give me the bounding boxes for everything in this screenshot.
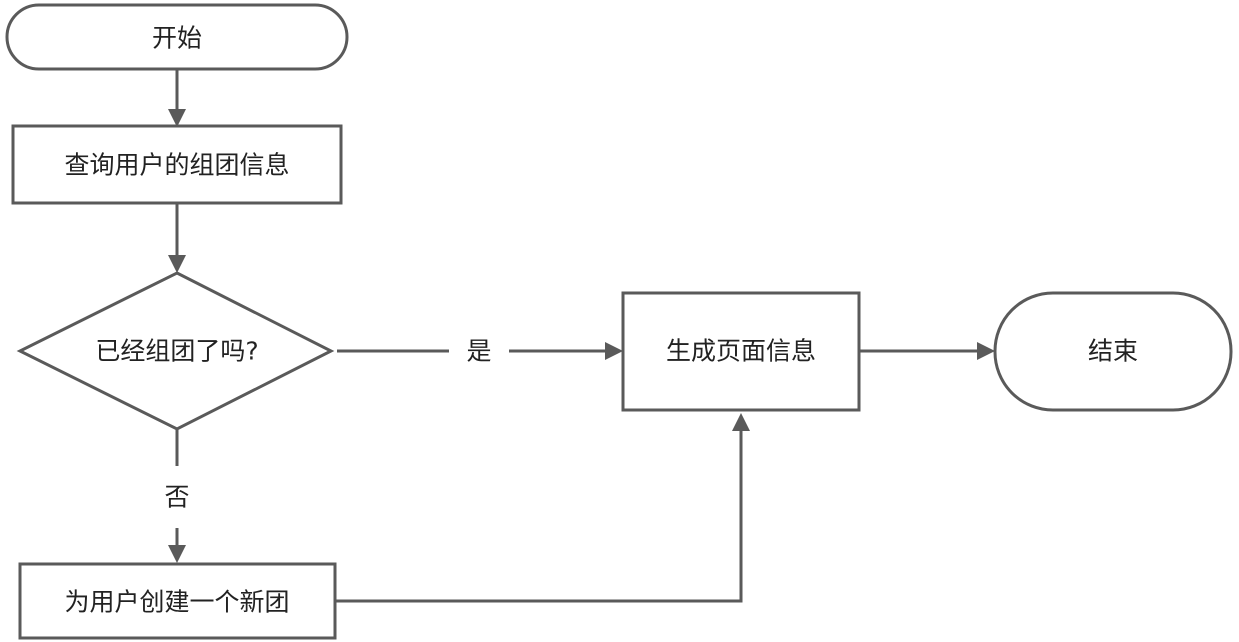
node-create: 为用户创建一个新团 xyxy=(18,562,337,640)
create-process-shape xyxy=(18,562,337,640)
node-end: 结束 xyxy=(993,291,1233,412)
node-start: 开始 xyxy=(5,3,349,71)
edge-label-yes: 是 xyxy=(466,337,491,366)
decision-label: 已经组团了吗? xyxy=(95,337,258,366)
edges xyxy=(168,70,995,603)
generate-process-shape xyxy=(621,291,861,412)
node-decision: 已经组团了吗? xyxy=(16,271,335,431)
create-label: 为用户创建一个新团 xyxy=(64,588,289,617)
end-terminal-shape xyxy=(993,291,1233,412)
start-label: 开始 xyxy=(152,24,202,53)
generate-label: 生成页面信息 xyxy=(666,337,816,366)
query-label: 查询用户的组团信息 xyxy=(64,151,289,180)
end-label: 结束 xyxy=(1088,337,1138,366)
query-process-shape xyxy=(11,124,343,205)
node-query: 查询用户的组团信息 xyxy=(11,124,343,205)
decision-diamond-shape xyxy=(16,271,335,431)
start-terminal-shape xyxy=(5,3,349,71)
node-generate: 生成页面信息 xyxy=(621,291,861,412)
edge-label-no: 否 xyxy=(164,483,189,512)
edge-create-to-generate xyxy=(336,413,750,603)
